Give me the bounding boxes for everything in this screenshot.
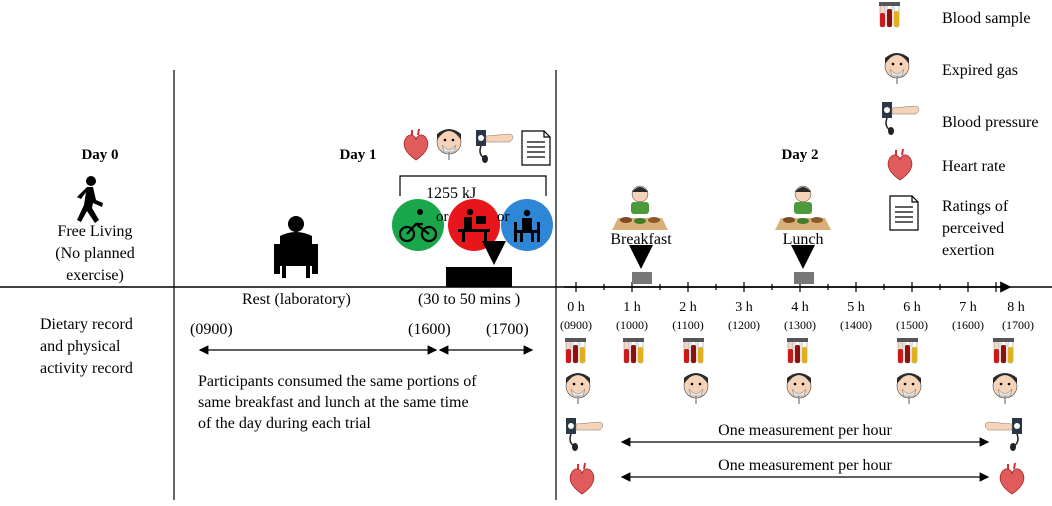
blood-pressure-icon (475, 129, 514, 164)
hour-1: 1 h (623, 300, 641, 315)
rest-label: Rest (laboratory) (242, 291, 351, 308)
clock-5: (1400) (840, 318, 872, 332)
blood-sample-8h-icon (992, 337, 1015, 364)
energy-label: 1255 kJ (426, 185, 477, 202)
or-label-1: or (436, 209, 449, 225)
cycling-circle (392, 199, 444, 251)
legend-heart-rate-icon (887, 148, 913, 181)
heart-rate-icon (403, 128, 429, 161)
time-1600: (1600) (408, 321, 451, 338)
blood-pressure-8h-icon (984, 417, 1023, 452)
legend-rpe-line2: perceived (942, 220, 1005, 237)
day0-heading: Day 0 (81, 147, 119, 163)
day0-line2: (No planned (55, 245, 135, 262)
hour-3: 3 h (735, 300, 753, 315)
day1-heading: Day 1 (339, 147, 377, 163)
heart-rate-8h-icon (999, 462, 1025, 495)
time-1700: (1700) (486, 321, 529, 338)
bp-note: One measurement per hour (718, 422, 892, 439)
record-line1: Dietary record (40, 316, 133, 333)
legend-blood-sample-icon (878, 1, 901, 28)
legend-blood-pressure-label: Blood pressure (942, 114, 1039, 131)
legend-rpe-line1: Ratings of (942, 198, 1009, 215)
hour-8: 8 h (1007, 300, 1025, 315)
hour-7: 7 h (959, 300, 977, 315)
hour-5: 5 h (847, 300, 865, 315)
day2-heading: Day 2 (781, 147, 819, 163)
legend-heart-rate-label: Heart rate (942, 158, 1006, 175)
expired-gas-2h-icon (683, 372, 709, 405)
legend-blood-sample-label: Blood sample (942, 10, 1031, 27)
hr-note: One measurement per hour (718, 457, 892, 474)
rpe-document-icon (521, 130, 551, 166)
expired-gas-0h-icon (565, 372, 591, 405)
legend-rpe-icon (889, 195, 919, 231)
lunch-meal-icon (774, 185, 832, 231)
day0-line1: Free Living (57, 223, 133, 240)
duration-label: (30 to 50 mins ) (418, 291, 521, 308)
clock-1: (1000) (616, 318, 648, 332)
hour-0: 0 h (567, 300, 585, 315)
expired-gas-4h-icon (786, 372, 812, 405)
clock-7: (1600) (952, 318, 984, 332)
hour-6: 6 h (903, 300, 921, 315)
blood-pressure-0h-icon (565, 417, 604, 452)
clock-4: (1300) (784, 318, 816, 332)
blood-sample-4h-icon (786, 337, 809, 364)
blood-sample-0h-icon (564, 337, 587, 364)
time-0900: (0900) (190, 321, 233, 338)
walking-person-icon (77, 176, 103, 223)
legend-blood-pressure-icon (881, 101, 920, 136)
active-sitting-circle (448, 199, 500, 251)
timeline-ticks (575, 282, 997, 292)
note-line2: same breakfast and lunch at the same tim… (198, 394, 469, 411)
legend-expired-gas-label: Expired gas (942, 62, 1018, 79)
blood-sample-1h-icon (622, 337, 645, 364)
breakfast-meal-icon (611, 185, 669, 231)
breakfast-label: Breakfast (610, 231, 672, 248)
legend-expired-gas-icon (884, 52, 910, 85)
resting-person-icon (274, 216, 318, 278)
clock-3: (1200) (728, 318, 760, 332)
expired-gas-6h-icon (896, 372, 922, 405)
lunch-label: Lunch (782, 231, 824, 248)
record-line2: and physical (40, 338, 121, 355)
lunch-marker (794, 272, 814, 284)
clock-0: (0900) (560, 318, 592, 332)
clock-8: (1700) (1002, 318, 1034, 332)
hour-4: 4 h (791, 300, 809, 315)
sitting-circle (501, 199, 553, 251)
exercise-bar (446, 267, 512, 287)
expired-gas-icon (436, 128, 462, 161)
breakfast-marker (632, 272, 652, 284)
hour-2: 2 h (679, 300, 697, 315)
expired-gas-8h-icon (992, 372, 1018, 405)
heart-rate-0h-icon (569, 462, 595, 495)
day0-line3: exercise) (66, 267, 124, 284)
note-line1: Participants consumed the same portions … (198, 373, 477, 390)
note-line3: of the day during each trial (198, 415, 371, 432)
exercise-bracket (399, 175, 547, 196)
or-label-2: or (497, 209, 510, 225)
record-line3: activity record (40, 360, 133, 377)
legend-rpe-line3: exertion (942, 242, 995, 259)
clock-2: (1100) (672, 318, 704, 332)
blood-sample-6h-icon (896, 337, 919, 364)
clock-6: (1500) (896, 318, 928, 332)
blood-sample-2h-icon (682, 337, 705, 364)
